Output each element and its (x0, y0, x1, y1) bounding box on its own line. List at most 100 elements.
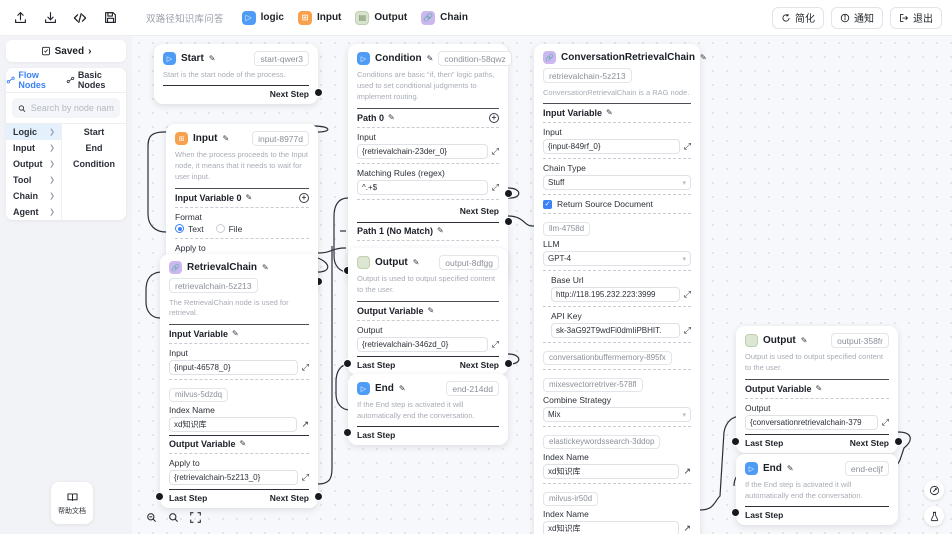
expand-icon[interactable]: ⤢ (301, 362, 309, 373)
base-url-input[interactable]: http://118.195.232.223:3999 (551, 287, 680, 303)
next-step-label[interactable]: Next Step (269, 88, 309, 99)
output-input[interactable]: {retrievalchain-346zd_0} (357, 336, 488, 352)
input-port[interactable] (155, 492, 164, 502)
add-variable-button[interactable]: + (299, 192, 309, 203)
llm-select[interactable]: GPT-4 ▾ (543, 251, 691, 267)
edit-pencil-icon[interactable]: ✎ (398, 383, 406, 393)
help-docs-button[interactable]: 帮助文档 (51, 482, 93, 524)
expand-icon[interactable]: ⤢ (683, 325, 691, 336)
edit-pencil-icon[interactable]: ✎ (427, 305, 435, 315)
next-step-label[interactable]: Next Step (459, 359, 499, 370)
input-field[interactable]: {input-46578_0} (169, 360, 298, 376)
saved-status-button[interactable]: Saved › (6, 40, 126, 62)
apply-to-input[interactable]: {retrievalchain-5z213_0} (169, 470, 298, 486)
output-port[interactable] (894, 436, 903, 446)
input-field[interactable]: {input-849rf_0} (543, 139, 680, 155)
edit-pencil-icon[interactable]: ✎ (232, 329, 239, 339)
node-condition[interactable]: ▷ Condition ✎ condition-58qwz Conditions… (343, 44, 513, 283)
edit-pencil-icon[interactable]: ✎ (245, 192, 253, 202)
matching-rules-input[interactable]: ^.+$ (357, 179, 488, 195)
output-port[interactable] (314, 492, 323, 502)
radio-file[interactable]: File (215, 224, 242, 234)
chain-type-select[interactable]: Stuff ▾ (543, 175, 691, 191)
next-step-label[interactable]: Next Step (849, 437, 889, 448)
node-item-condition[interactable]: Condition (73, 159, 115, 169)
node-conversation-retrieval-chain[interactable]: 🔗 ConversationRetrievalChain ✎ retrieval… (534, 44, 707, 534)
exit-button[interactable]: 退出 (890, 6, 942, 29)
expand-icon[interactable]: ⤢ (881, 416, 889, 427)
compass-icon[interactable] (924, 480, 944, 500)
expand-icon[interactable]: ⤢ (491, 181, 499, 192)
category-agent[interactable]: Agent ❯ (6, 204, 61, 220)
zoom-in-icon[interactable] (164, 508, 182, 526)
upload-icon[interactable] (6, 4, 34, 32)
edit-pencil-icon[interactable]: ✎ (786, 463, 794, 473)
save-icon[interactable] (96, 4, 124, 32)
path0-output-port[interactable] (504, 189, 513, 198)
edit-pencil-icon[interactable]: ✎ (426, 53, 434, 63)
node-output-middle[interactable]: Output ✎ output-8dfgg Output is used to … (343, 248, 513, 375)
edit-pencil-icon[interactable]: ✎ (412, 257, 420, 267)
simplify-button[interactable]: 简化 (772, 6, 824, 29)
api-key-input[interactable]: sk-3aG92T9wdFi0dmIiPBHIT. (551, 323, 680, 339)
category-tool[interactable]: Tool ❯ (6, 172, 61, 188)
last-step-label[interactable]: Last Step (357, 359, 396, 370)
edit-pencil-icon[interactable]: ✎ (239, 439, 247, 449)
category-output[interactable]: Output ❯ (6, 156, 61, 172)
notification-button[interactable]: 通知 (831, 6, 883, 29)
download-icon[interactable] (36, 4, 64, 32)
edit-pencil-icon[interactable]: ✎ (800, 335, 808, 345)
edit-pencil-icon[interactable]: ✎ (262, 262, 269, 272)
index-name-input[interactable]: xd知识库 (543, 464, 680, 480)
format-radio-group[interactable]: Text File (175, 224, 309, 234)
edit-pencil-icon[interactable]: ✎ (208, 53, 216, 63)
open-external-icon[interactable]: ↗ (683, 466, 691, 477)
last-step-label[interactable]: Last Step (745, 437, 784, 448)
radio-text[interactable]: Text (175, 224, 204, 234)
node-end-right[interactable]: ▷ End ✎ end-ecljf If the End step is act… (731, 454, 898, 525)
output-input[interactable]: {conversationretrievalchain-379 (745, 414, 878, 430)
flask-icon[interactable] (924, 506, 944, 526)
edit-pencil-icon[interactable]: ✎ (699, 52, 707, 62)
expand-icon[interactable]: ⤢ (491, 145, 499, 156)
node-output-right[interactable]: Output ✎ output-358fr Output is used to … (731, 326, 903, 453)
index-name-input-2[interactable]: xd知识库 (543, 521, 680, 534)
open-external-icon[interactable]: ↗ (683, 523, 691, 534)
edit-pencil-icon[interactable]: ✎ (815, 383, 823, 393)
add-path-button[interactable]: + (489, 112, 499, 123)
next-step-label[interactable]: Next Step (269, 493, 309, 504)
tab-basic-nodes[interactable]: Basic Nodes (66, 68, 126, 92)
input-port[interactable] (731, 436, 740, 446)
flow-canvas[interactable]: ▷ Start ✎ start-qwer3 Start is the start… (132, 36, 952, 534)
tab-flow-nodes[interactable]: Flow Nodes (6, 68, 66, 92)
edit-pencil-icon[interactable]: ✎ (437, 225, 444, 235)
index-name-input[interactable]: xd知识库 (169, 417, 298, 433)
input-port[interactable] (731, 507, 740, 517)
code-icon[interactable] (66, 4, 94, 32)
search-input[interactable] (30, 103, 114, 113)
path1-output-port[interactable] (504, 217, 513, 226)
expand-icon[interactable]: ⤢ (683, 141, 691, 152)
node-retrievalchain[interactable]: 🔗 RetrievalChain ✎ retrievalchain-5z213 … (155, 254, 323, 509)
combine-strategy-select[interactable]: Mix ▾ (543, 407, 691, 423)
category-chain[interactable]: Chain ❯ (6, 188, 61, 204)
node-item-end[interactable]: End (85, 143, 103, 153)
edit-pencil-icon[interactable]: ✎ (606, 108, 613, 118)
expand-icon[interactable]: ⤢ (491, 338, 499, 349)
open-external-icon[interactable]: ↗ (301, 419, 309, 430)
node-item-start[interactable]: Start (83, 127, 105, 137)
edit-pencil-icon[interactable]: ✎ (222, 133, 230, 143)
input-port[interactable] (343, 358, 352, 368)
input-field[interactable]: {retrievalchain-23der_0} (357, 143, 488, 159)
last-step-label[interactable]: Last Step (357, 429, 396, 440)
output-port[interactable] (314, 87, 323, 97)
expand-icon[interactable]: ⤢ (301, 472, 309, 483)
category-input[interactable]: Input ❯ (6, 140, 61, 156)
expand-icon[interactable]: ⤢ (683, 289, 691, 300)
node-start[interactable]: ▷ Start ✎ start-qwer3 Start is the start… (154, 44, 323, 104)
return-source-document-checkbox[interactable]: ✓ Return Source Document (543, 199, 691, 209)
zoom-out-icon[interactable] (142, 508, 160, 526)
input-port[interactable] (343, 427, 352, 437)
fit-screen-icon[interactable] (186, 508, 204, 526)
path0-next-step[interactable]: Next Step (459, 205, 499, 216)
